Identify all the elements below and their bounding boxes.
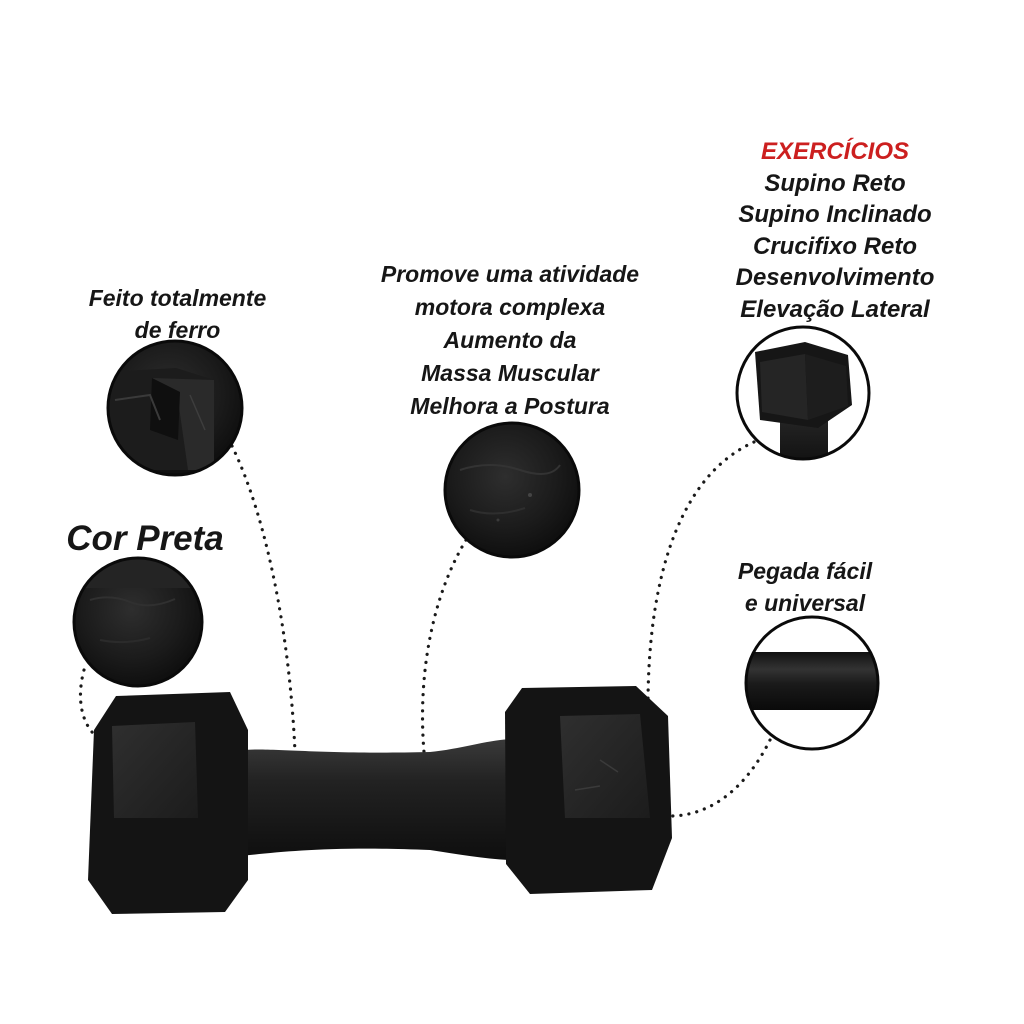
detail-circle-hex-head [735, 325, 871, 461]
benefits-line-1: Promove uma atividade [380, 261, 640, 287]
dumbbell-illustration [88, 686, 672, 914]
material-label: Feito totalmente de ferro [55, 282, 300, 346]
exercise-item: Crucifixo Reto [752, 232, 917, 260]
dumbbell-handle [230, 738, 540, 861]
grip-label: Pegada fácil e universal [715, 555, 895, 619]
dotted-connectors [78, 440, 772, 818]
detail-circle-handle-grip [744, 615, 880, 751]
detail-circle-black-texture [72, 556, 204, 688]
exercise-item: Elevação Lateral [740, 295, 930, 323]
dumbbell-left-face [112, 722, 198, 818]
exercise-item: Supino Reto [764, 169, 906, 197]
connector-material [230, 444, 297, 754]
benefits-line-3: Aumento da [443, 327, 577, 353]
color-label: Cor Preta [66, 519, 224, 558]
material-label-line-1: Feito totalmente [88, 285, 267, 311]
connector-color [78, 668, 100, 740]
benefits-label: Promove uma atividade motora complexa Au… [335, 258, 685, 423]
connector-grip [670, 738, 772, 818]
benefits-line-2: motora complexa [414, 294, 606, 320]
detail-circle-iron-corner [106, 339, 244, 477]
benefits-line-4: Massa Muscular [421, 360, 599, 386]
grip-label-line-2: e universal [744, 590, 866, 616]
exercises-label: EXERCÍCIOS Supino Reto Supino Inclinado … [700, 136, 970, 325]
detail-circle-surface-texture [443, 421, 581, 559]
exercises-heading: EXERCÍCIOS [760, 138, 910, 165]
dumbbell-right-face [560, 714, 650, 818]
connector-benefits [420, 538, 468, 754]
grip-label-line-1: Pegada fácil [737, 558, 873, 584]
exercise-item: Supino Inclinado [738, 201, 932, 228]
material-label-line-2: de ferro [134, 317, 221, 343]
benefits-line-5: Melhora a Postura [410, 393, 610, 419]
exercise-item: Desenvolvimento [735, 264, 935, 291]
